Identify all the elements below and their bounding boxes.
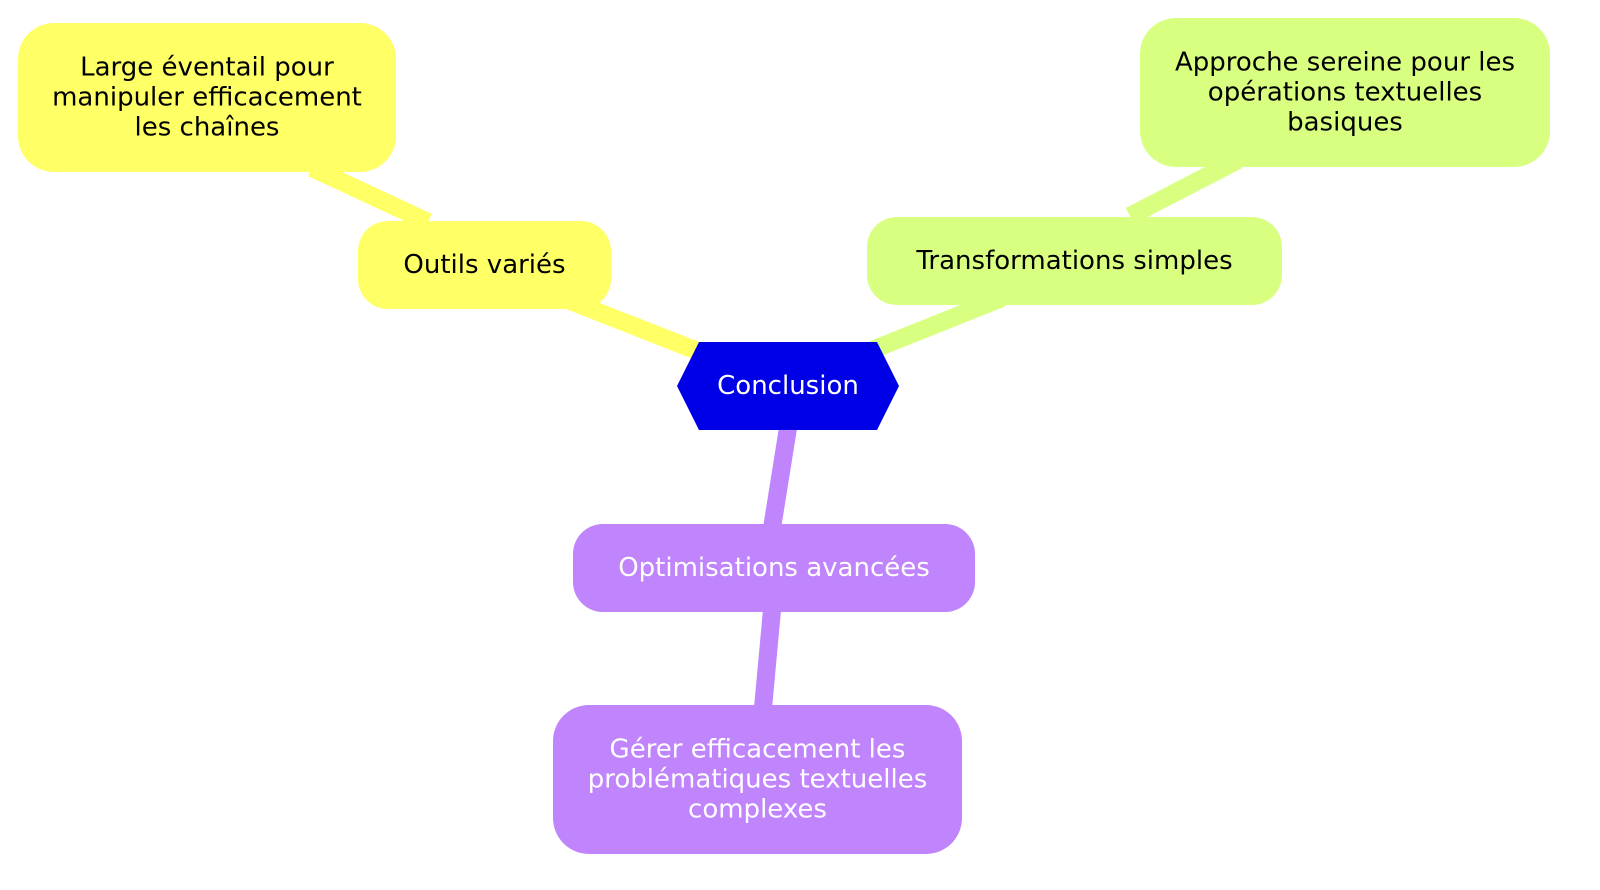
leaf-node-label: manipuler efficacement xyxy=(52,83,362,113)
leaf-node-label: Large éventail pour xyxy=(80,53,334,83)
edge-branch-to-leaf-3 xyxy=(754,609,781,709)
leaf-node-1-shape xyxy=(18,23,396,172)
nodes-layer: Outils variés Large éventail pourmanipule… xyxy=(18,18,1550,854)
leaf-node-3[interactable] xyxy=(553,705,962,854)
leaf-node-label: opérations textuelles xyxy=(1208,78,1482,108)
branch-node-label: Optimisations avancées xyxy=(618,553,930,583)
branch-node-1-shape xyxy=(358,221,611,309)
branch-node-label: Outils variés xyxy=(403,250,565,280)
leaf-node-2[interactable] xyxy=(1140,18,1550,167)
edge-branch-to-leaf-2 xyxy=(1125,152,1243,224)
leaf-node-2-shape xyxy=(1140,18,1550,167)
edge-branch-to-leaf-1 xyxy=(308,159,432,231)
branch-node-2[interactable] xyxy=(867,217,1282,305)
root-node-label: Conclusion xyxy=(717,371,859,401)
leaf-node-label: Gérer efficacement les xyxy=(610,735,906,765)
branch-node-label: Transformations simples xyxy=(915,246,1232,276)
leaf-node-1[interactable] xyxy=(18,23,396,172)
leaf-node-label: basiques xyxy=(1287,108,1403,138)
branch-node-3-shape xyxy=(573,524,975,612)
branch-node-1[interactable] xyxy=(358,221,611,309)
edge-root-to-branch-3 xyxy=(763,426,797,530)
leaf-node-label: complexes xyxy=(688,795,827,825)
edge-root-to-branch-2 xyxy=(868,289,1006,359)
root-node[interactable]: Conclusion xyxy=(677,342,899,430)
branch-node-2-shape xyxy=(867,217,1282,305)
leaf-node-label: problématiques textuelles xyxy=(588,765,928,795)
leaf-node-label: Approche sereine pour les xyxy=(1175,48,1515,78)
leaf-node-3-shape xyxy=(553,705,962,854)
leaf-node-label: les chaînes xyxy=(135,113,280,143)
branch-node-3[interactable] xyxy=(573,524,975,612)
root-node-hexagon xyxy=(677,342,899,430)
